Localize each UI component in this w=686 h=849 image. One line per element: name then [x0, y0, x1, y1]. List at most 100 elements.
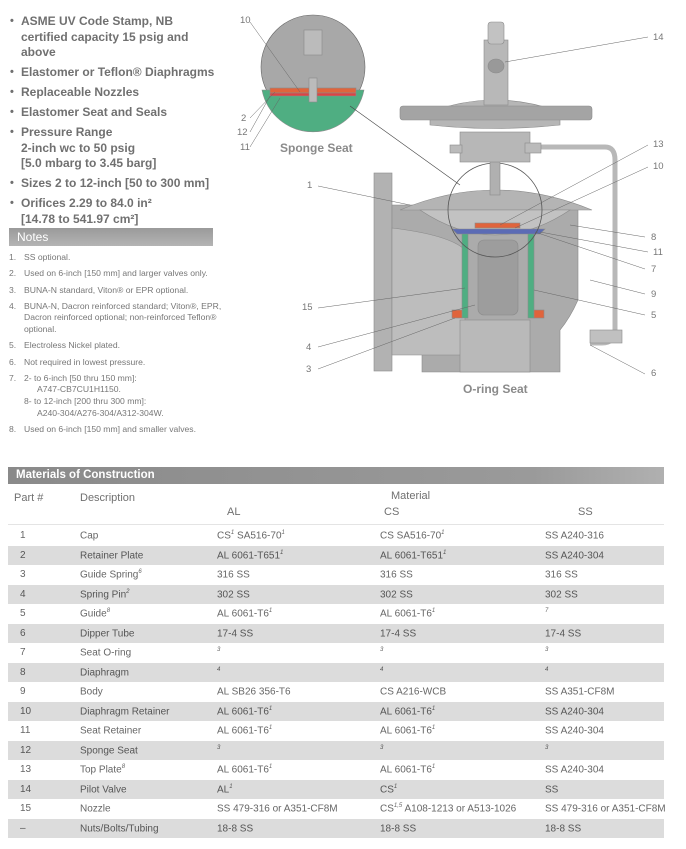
cell-cs: 302 SS — [380, 588, 413, 600]
callout-14: 14 — [653, 32, 664, 43]
cell-al: 17-4 SS — [217, 627, 254, 639]
callout-8: 8 — [651, 232, 656, 243]
cell-al: 3 — [217, 744, 221, 751]
note-number: 7. — [9, 372, 17, 383]
cell-ss: SS A240-304 — [545, 725, 604, 737]
callout-7: 7 — [651, 264, 656, 275]
callout-4: 4 — [306, 342, 311, 353]
orifices: Orifices 2.29 to 84.0 in² — [21, 196, 152, 210]
cell-desc: Pilot Valve — [80, 783, 127, 795]
note-number: 2. — [9, 268, 17, 279]
cell-cs: AL 6061-T61 — [380, 725, 436, 737]
cell-cs: 4 — [380, 666, 384, 673]
feature-item: Replaceable Nozzles — [8, 85, 223, 101]
cell-cs: AL 6061-T61 — [380, 705, 436, 717]
orifices-metric: [14.78 to 541.97 cm²] — [21, 211, 139, 226]
dipper-tube — [477, 239, 519, 316]
cell-part: 10 — [20, 705, 32, 717]
cell-desc: Retainer Plate — [80, 549, 144, 561]
cell-part: 15 — [20, 803, 32, 814]
notes-list: 1. SS optional. 2. Used on 6-inch [150 mm] … — [9, 252, 224, 440]
callout-10: 10 — [653, 161, 664, 172]
cell-desc: Seat Retainer — [80, 725, 142, 737]
cell-al: 18-8 SS — [217, 822, 254, 834]
note-sub: A240-304/A276-304/A312-304W. — [37, 407, 164, 418]
cell-al: AL 6061-T61 — [217, 725, 273, 737]
cell-desc: Cap — [80, 530, 99, 542]
cell-part: 6 — [20, 627, 26, 639]
cell-ss: 17-4 SS — [545, 627, 582, 639]
callout-1: 1 — [307, 180, 312, 191]
outlet-nozzle — [459, 319, 531, 373]
cell-ss: SS A351-CF8M — [545, 686, 615, 698]
pilot-body — [459, 131, 531, 163]
callout-11: 11 — [240, 142, 250, 153]
cell-cs: CS A216-WCB — [380, 686, 447, 698]
callout-12: 12 — [237, 127, 248, 138]
cell-part: 4 — [20, 588, 26, 600]
note-number: 1. — [9, 252, 17, 262]
guide-right — [527, 232, 535, 319]
pressure-range-metric: [5.0 mbarg to 3.45 barg] — [21, 156, 157, 170]
cell-al: AL1 — [217, 783, 233, 795]
note-text: SS optional. — [24, 252, 71, 262]
note-text: 2- to 6-inch [50 thru 150 mm]: — [24, 372, 137, 383]
cell-cs: 3 — [380, 647, 384, 653]
cell-al: AL 6061-T61 — [217, 608, 273, 620]
cell-desc: Seat O-ring — [80, 647, 132, 659]
note-number: 8. — [9, 423, 17, 434]
callout-13: 13 — [653, 139, 664, 150]
cell-part: 14 — [20, 783, 32, 795]
cell-ss: 3 — [545, 744, 549, 751]
dipper-fitting — [589, 329, 623, 344]
cell-ss: 4 — [545, 666, 549, 673]
cell-al: CS1 SA516-701 — [217, 530, 285, 542]
note-item: 5.Electroless Nickel plated. — [9, 340, 224, 352]
cell-desc: Nozzle — [80, 803, 111, 815]
cell-cs: CS1 — [380, 783, 398, 795]
cell-ss: 3 — [545, 647, 549, 653]
note-item: 4. BUNA-N, Dacron reinforced standard; Vi… — [9, 301, 224, 336]
pressure-range: 2-inch wc to 50 psig — [21, 140, 136, 155]
col-al: AL — [227, 506, 241, 518]
diaphragm-retainer — [474, 222, 521, 229]
cell-cs: 17-4 SS — [380, 627, 417, 639]
note-number: 5. — [9, 340, 17, 351]
feature-item: Orifices 2.29 to 84.0 in²[14.78 to 541.9… — [8, 196, 223, 227]
feature-item: Sizes 2 to 12-inch [50 to 300 mm] — [8, 176, 223, 192]
callout-5: 5 — [651, 310, 656, 321]
callout-3: 3 — [306, 364, 311, 375]
callout-11: 11 — [653, 247, 663, 258]
callout-9: 9 — [651, 289, 656, 300]
cell-desc: Guide8 — [80, 608, 111, 620]
cell-ss: SS A240-304 — [545, 705, 604, 717]
note-item: 3.BUNA-N standard, Viton® or EPR optiona… — [9, 285, 224, 297]
note-item: 6.Not required in lowest pressure. — [9, 357, 224, 369]
callout-6: 6 — [651, 368, 656, 379]
cell-part: 12 — [20, 744, 32, 756]
inlet-flange — [373, 172, 393, 372]
note-number: 6. — [9, 356, 17, 367]
o-ring-right — [533, 309, 545, 319]
callout-2: 2 — [241, 113, 246, 124]
cell-part: – — [20, 822, 26, 834]
o-ring-left — [451, 309, 463, 319]
cell-al: 302 SS — [217, 588, 250, 600]
note-text: BUNA-N, Dacron reinforced standard; Vito… — [24, 300, 222, 335]
header-divider — [8, 524, 664, 525]
note-number: 4. — [9, 300, 17, 311]
note-text: Used on 6-inch [150 mm] and smaller valv… — [24, 423, 196, 434]
